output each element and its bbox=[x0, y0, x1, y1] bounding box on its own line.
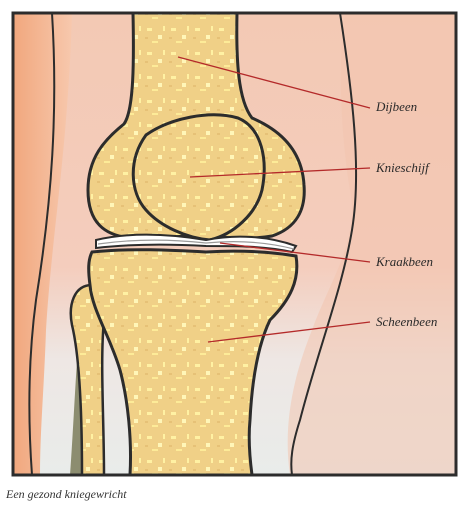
label-patella: Knieschijf bbox=[375, 160, 431, 175]
figure-caption: Een gezond kniegewricht bbox=[6, 487, 127, 502]
label-tibia: Scheenbeen bbox=[376, 314, 437, 329]
label-cartilage: Kraakbeen bbox=[375, 254, 433, 269]
label-femur: Dijbeen bbox=[375, 99, 417, 114]
